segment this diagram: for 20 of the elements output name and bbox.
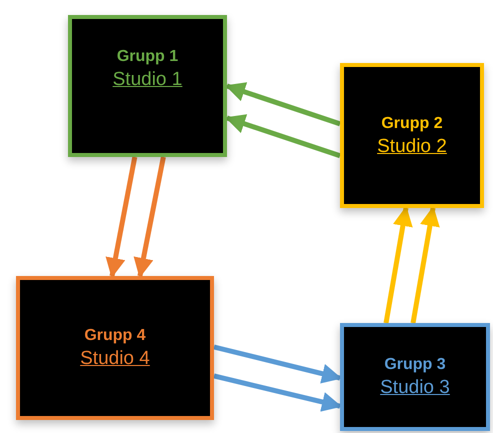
arrow — [213, 374, 342, 412]
group-box — [68, 15, 227, 157]
group-title: Grupp 4 — [84, 326, 146, 346]
group-box — [340, 323, 490, 431]
group-title: Grupp 3 — [384, 355, 446, 375]
studio-link: Studio 2 — [377, 134, 447, 158]
studio-link: Studio 4 — [80, 347, 150, 371]
arrow — [225, 114, 341, 158]
studio-link: Studio 3 — [380, 376, 450, 400]
arrow — [106, 156, 138, 278]
arrow — [410, 206, 440, 324]
arrow — [213, 344, 342, 384]
group-box — [340, 63, 484, 208]
group-title: Grupp 2 — [381, 114, 443, 134]
group-box — [16, 276, 214, 420]
group-title: Grupp 1 — [116, 47, 178, 67]
arrow — [225, 82, 341, 126]
arrow — [134, 156, 166, 278]
studio-link: Studio 1 — [112, 68, 182, 92]
arrow — [384, 206, 413, 324]
